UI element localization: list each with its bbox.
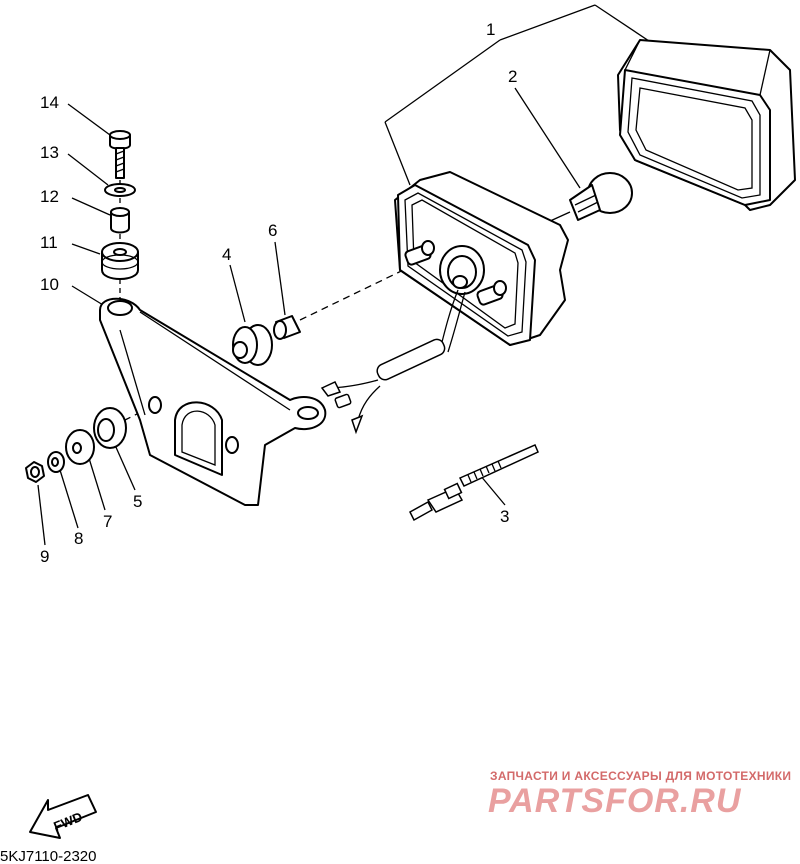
- grommet: [232, 324, 273, 366]
- label-2: 2: [508, 67, 517, 86]
- label-11: 11: [40, 233, 58, 252]
- washer-7: [65, 429, 95, 465]
- bolt-14: [109, 130, 131, 179]
- label-13: 13: [40, 143, 59, 162]
- fwd-arrow: FWD: [29, 794, 97, 839]
- label-9: 9: [40, 547, 49, 566]
- washer-5: [93, 407, 127, 449]
- washer-13: [104, 183, 136, 197]
- watermark-tagline: ЗАПЧАСТИ И АКСЕССУАРЫ ДЛЯ МОТОТЕХНИКИ: [490, 769, 791, 783]
- label-5: 5: [133, 492, 142, 511]
- label-14: 14: [40, 93, 59, 112]
- label-4: 4: [222, 245, 231, 264]
- bulb: [547, 172, 633, 223]
- lamp-lens-unit: [394, 171, 569, 346]
- label-7: 7: [103, 512, 112, 531]
- label-8: 8: [74, 529, 83, 548]
- label-12: 12: [40, 187, 59, 206]
- label-6: 6: [268, 221, 277, 240]
- label-10: 10: [40, 275, 59, 294]
- spring-washer-8: [47, 451, 65, 473]
- part-number-labels: 1 2 3 4 5 6 7 8 9 10 11 12 13 14: [40, 20, 517, 566]
- collar-12: [110, 207, 130, 234]
- nut-9: [25, 461, 45, 483]
- cable-tie: [409, 444, 539, 522]
- catalog-code: 5KJ7110-2320: [0, 848, 96, 864]
- label-3: 3: [500, 507, 509, 526]
- collar: [273, 315, 301, 340]
- label-1: 1: [486, 20, 495, 39]
- watermark-brand: PARTSFOR.RU: [488, 782, 742, 820]
- damper-11: [101, 242, 139, 280]
- taillight-housing: [617, 39, 796, 211]
- watermark: ЗАПЧАСТИ И АКСЕССУАРЫ ДЛЯ МОТОТЕХНИКИ PA…: [488, 769, 791, 820]
- bracket: [99, 297, 327, 506]
- wire-harness: [320, 289, 466, 435]
